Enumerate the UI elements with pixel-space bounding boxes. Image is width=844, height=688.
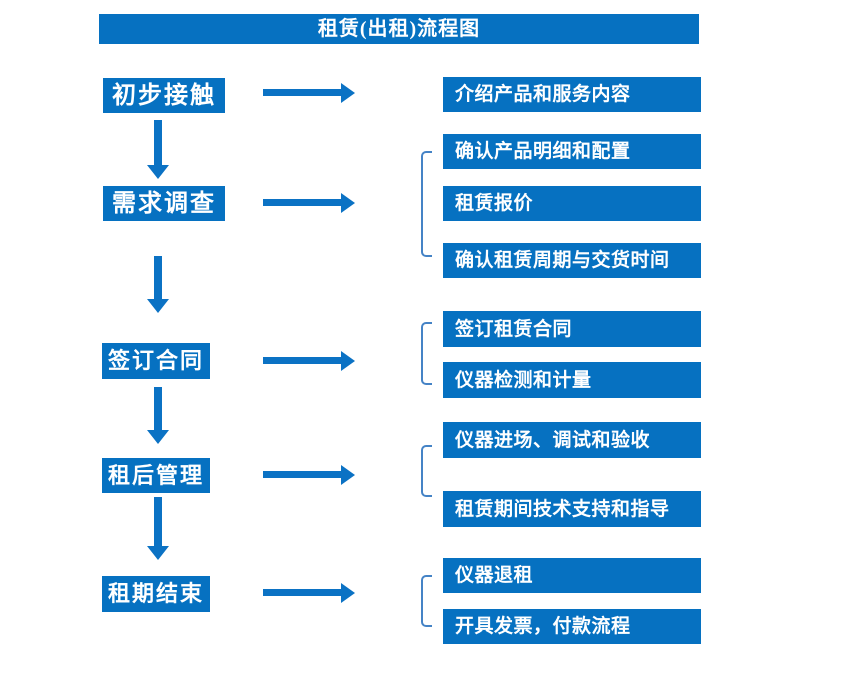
output-box-sign-rental-contract: 签订租赁合同 bbox=[443, 311, 701, 347]
group-bracket-2 bbox=[421, 322, 432, 385]
arrow-head bbox=[341, 465, 355, 485]
output-box-instrument-return: 仪器退租 bbox=[443, 558, 701, 593]
output-box-rental-quotation: 租赁报价 bbox=[443, 186, 701, 221]
group-bracket-4 bbox=[421, 575, 432, 627]
arrow-stem bbox=[263, 357, 342, 364]
arrow-stem bbox=[263, 89, 342, 96]
arrow-stem bbox=[263, 199, 342, 206]
step-box-post-rental-management: 租后管理 bbox=[102, 458, 210, 493]
flowchart-title: 租赁(出租)流程图 bbox=[317, 18, 481, 40]
output-box-confirm-product-details-config: 确认产品明细和配置 bbox=[443, 134, 701, 169]
arrow-head bbox=[341, 83, 355, 103]
arrow-stem bbox=[263, 471, 342, 478]
arrow-head bbox=[147, 165, 169, 179]
step-box-demand-survey: 需求调查 bbox=[103, 186, 225, 221]
arrow-head bbox=[147, 430, 169, 444]
output-box-instrument-testing-metrology: 仪器检测和计量 bbox=[443, 362, 701, 398]
arrow-stem bbox=[154, 497, 162, 547]
step-box-rental-end: 租期结束 bbox=[102, 576, 210, 612]
right-arrow-2 bbox=[263, 193, 355, 213]
group-bracket-1 bbox=[421, 151, 432, 257]
down-arrow-2 bbox=[147, 256, 169, 313]
arrow-stem bbox=[154, 120, 162, 166]
right-arrow-5 bbox=[263, 583, 355, 603]
down-arrow-3 bbox=[147, 387, 169, 444]
arrow-head bbox=[341, 583, 355, 603]
right-arrow-1 bbox=[263, 83, 355, 103]
down-arrow-4 bbox=[147, 497, 169, 560]
output-box-introduce-products-services: 介绍产品和服务内容 bbox=[443, 77, 701, 112]
output-box-confirm-rental-period-delivery: 确认租赁周期与交货时间 bbox=[443, 243, 701, 278]
arrow-stem bbox=[154, 256, 162, 300]
group-bracket-3 bbox=[421, 445, 432, 497]
step-box-initial-contact: 初步接触 bbox=[103, 78, 225, 113]
right-arrow-3 bbox=[263, 351, 355, 371]
arrow-stem bbox=[154, 387, 162, 431]
step-box-sign-contract: 签订合同 bbox=[102, 343, 210, 379]
right-arrow-4 bbox=[263, 465, 355, 485]
down-arrow-1 bbox=[147, 120, 169, 179]
arrow-head bbox=[147, 546, 169, 560]
output-box-invoice-payment-process: 开具发票，付款流程 bbox=[443, 609, 701, 644]
arrow-head bbox=[147, 299, 169, 313]
arrow-stem bbox=[263, 589, 342, 596]
arrow-head bbox=[341, 351, 355, 371]
flowchart-title-bar: 租赁(出租)流程图 bbox=[99, 14, 699, 44]
arrow-head bbox=[341, 193, 355, 213]
output-box-rental-technical-support: 租赁期间技术支持和指导 bbox=[443, 491, 701, 527]
output-box-instrument-arrival-debug-acceptance: 仪器进场、调试和验收 bbox=[443, 422, 701, 458]
